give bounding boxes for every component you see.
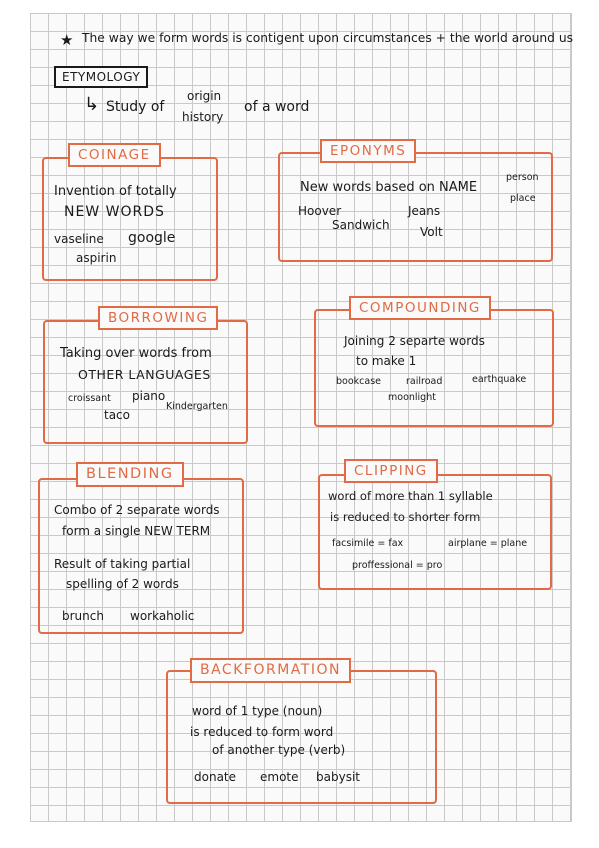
history-text: history xyxy=(182,110,224,124)
blending-example: workaholic xyxy=(130,609,195,623)
clipping-example: facsimile = fax xyxy=(332,538,404,549)
etymology-label: ETYMOLOGY xyxy=(54,66,149,88)
clipping-title: CLIPPING xyxy=(344,459,438,484)
eponyms-line1: New words based on NAME xyxy=(300,180,478,195)
coinage-title: COINAGE xyxy=(68,143,161,168)
backformation-example: babysit xyxy=(316,770,360,784)
eponyms-title: EPONYMS xyxy=(320,139,417,164)
clipping-example: airplane = plane xyxy=(448,538,528,549)
eponyms-example: Volt xyxy=(420,225,443,239)
eponyms-example: Sandwich xyxy=(332,218,390,232)
eponyms-example: Hoover xyxy=(298,204,342,218)
coinage-line1: Invention of totally xyxy=(54,184,177,199)
header-note: The way we form words is contigent upon … xyxy=(82,31,574,45)
compounding-example: earthquake xyxy=(472,374,527,385)
backformation-title: BACKFORMATION xyxy=(190,658,351,683)
backformation-line2: is reduced to form word xyxy=(190,725,334,739)
borrowing-line2: OTHER LANGUAGES xyxy=(78,367,211,382)
clipping-line1: word of more than 1 syllable xyxy=(328,489,493,503)
compounding-title: COMPOUNDING xyxy=(349,296,491,321)
compounding-box xyxy=(314,309,554,427)
blending-line4: spelling of 2 words xyxy=(66,577,179,591)
blending-line3: Result of taking partial xyxy=(54,557,191,571)
borrowing-title: BORROWING xyxy=(98,306,219,331)
arrow-icon: ↳ xyxy=(84,94,100,115)
borrowing-example: croissant xyxy=(68,393,111,404)
compounding-line2: to make 1 xyxy=(356,354,417,368)
coinage-example: vaseline xyxy=(54,232,104,246)
eponyms-place: place xyxy=(510,193,536,204)
star-icon: ★ xyxy=(60,31,74,49)
coinage-example: google xyxy=(128,230,176,246)
blending-line2: form a single NEW TERM xyxy=(62,524,211,538)
compounding-example: moonlight xyxy=(388,392,436,403)
compounding-example: bookcase xyxy=(336,376,381,387)
backformation-line1: word of 1 type (noun) xyxy=(192,704,323,718)
coinage-example: aspirin xyxy=(76,251,117,265)
clipping-line2: is reduced to shorter form xyxy=(330,510,481,524)
borrowing-example: Kindergarten xyxy=(166,401,228,412)
eponyms-person: person xyxy=(506,172,539,183)
blending-line1: Combo of 2 separate words xyxy=(54,503,220,517)
backformation-example: emote xyxy=(260,770,299,784)
borrowing-box xyxy=(43,320,248,444)
origin-text: origin xyxy=(187,89,222,103)
borrowing-line1: Taking over words from xyxy=(60,346,212,361)
borrowing-example: piano xyxy=(132,389,166,403)
borrowing-example: taco xyxy=(104,408,130,422)
coinage-line2: NEW WORDS xyxy=(64,204,165,220)
clipping-example: proffessional = pro xyxy=(352,560,443,571)
eponyms-example: Jeans xyxy=(408,204,441,218)
backformation-example: donate xyxy=(194,770,237,784)
blending-title: BLENDING xyxy=(76,462,184,488)
compounding-example: railroad xyxy=(406,376,443,387)
study-of-text: Study of xyxy=(106,99,165,115)
of-a-word-text: of a word xyxy=(244,99,310,115)
backformation-line3: of another type (verb) xyxy=(212,743,346,757)
blending-example: brunch xyxy=(62,609,104,623)
compounding-line1: Joining 2 separte words xyxy=(344,334,485,348)
